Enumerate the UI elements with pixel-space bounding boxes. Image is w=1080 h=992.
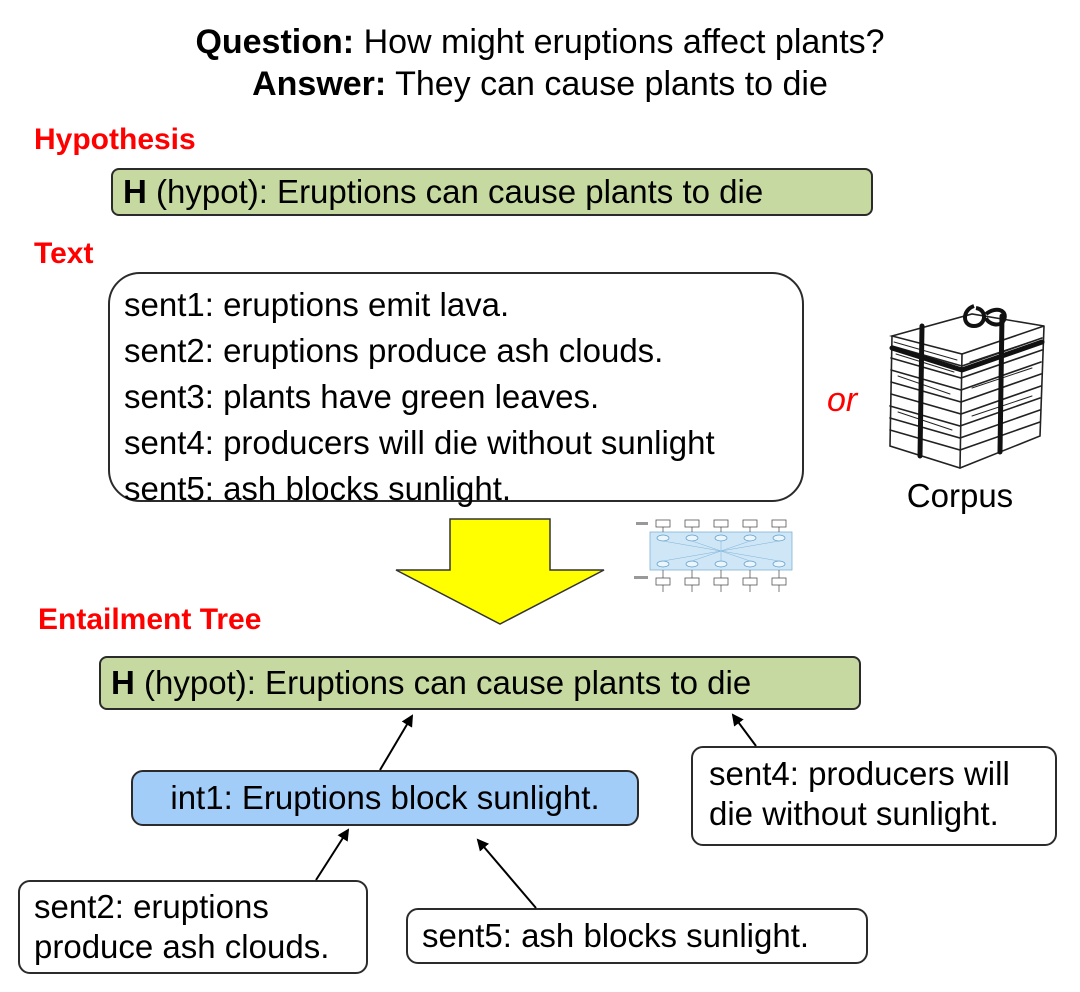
question-line: Question: How might eruptions affect pla… (0, 22, 1080, 62)
entailment-tree-label: Entailment Tree (38, 603, 262, 636)
tree-node-sent4-line-1: sent4: producers will (709, 755, 1010, 792)
edge-sent5-to-int1 (476, 838, 537, 909)
answer-text: They can cause plants to die (395, 65, 828, 103)
hypothesis-box: H (hypot): Eruptions can cause plants to… (111, 168, 873, 216)
question-label: Question: (195, 23, 355, 61)
text-section-label: Text (34, 237, 94, 270)
edge-int1-to-root (379, 714, 414, 771)
hypothesis-text: (hypot): Eruptions can cause plants to d… (156, 173, 764, 210)
text-sentence-4: sent4: producers will die without sunlig… (124, 424, 715, 461)
down-arrow-icon (395, 518, 605, 625)
text-sentence-1: sent1: eruptions emit lava. (124, 286, 510, 323)
tree-node-sent4: sent4: producers will die without sunlig… (691, 746, 1057, 846)
tree-node-sent2-line-1: sent2: eruptions (34, 888, 269, 925)
tree-root-prefix: H (111, 664, 135, 701)
paper-stack-icon (888, 304, 1045, 469)
text-sentence-3: sent3: plants have green leaves. (124, 378, 600, 415)
hypothesis-prefix: H (123, 173, 147, 210)
text-sentence-2: sent2: eruptions produce ash clouds. (124, 332, 664, 369)
answer-label: Answer: (252, 65, 387, 103)
tree-node-sent4-line-2: die without sunlight. (709, 795, 999, 832)
tree-root-hypothesis-box: H (hypot): Eruptions can cause plants to… (99, 656, 861, 710)
tree-node-sent2: sent2: eruptions produce ash clouds. (18, 880, 368, 974)
or-label: or (827, 381, 858, 419)
transformer-model-icon (634, 519, 793, 592)
tree-root-text: (hypot): Eruptions can cause plants to d… (144, 664, 752, 701)
question-text: How might eruptions affect plants? (363, 23, 885, 61)
tree-node-int1: int1: Eruptions block sunlight. (131, 770, 639, 826)
answer-line: Answer: They can cause plants to die (0, 64, 1080, 104)
edge-sent4-to-root (731, 713, 757, 747)
text-sentence-5: sent5: ash blocks sunlight. (124, 470, 512, 507)
text-sentences-box: sent1: eruptions emit lava. sent2: erupt… (108, 272, 804, 507)
hypothesis-section-label: Hypothesis (34, 123, 196, 156)
corpus-label: Corpus (906, 477, 1014, 514)
tree-node-sent5: sent5: ash blocks sunlight. (406, 908, 868, 964)
tree-node-sent2-line-2: produce ash clouds. (34, 928, 330, 965)
edge-sent2-to-int1 (315, 828, 350, 881)
